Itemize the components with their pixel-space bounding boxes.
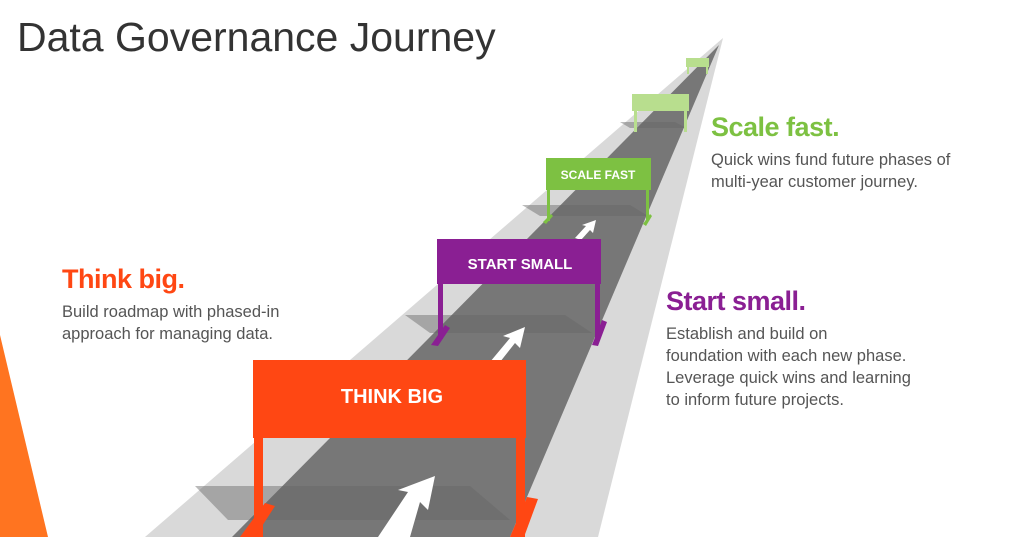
- arrow-icon: [490, 327, 525, 362]
- think-big-body: Build roadmap with phased-in approach fo…: [62, 303, 280, 343]
- hurdle-label-start-small: START SMALL: [468, 256, 573, 273]
- think-big-block: Think big. Build roadmap with phased-in …: [62, 264, 279, 345]
- hurdle-start-small: START SMALL: [431, 239, 607, 346]
- start-small-block: Start small. Establish and build on foun…: [666, 286, 911, 411]
- hurdle-shadow: [195, 486, 510, 520]
- start-small-body: Establish and build on foundation with e…: [666, 325, 911, 409]
- hurdle-far-1: [632, 94, 689, 132]
- page-title: Data Governance Journey: [17, 14, 496, 60]
- hurdle-scale-fast: SCALE FAST: [543, 158, 652, 226]
- hurdle-shadow: [620, 122, 686, 128]
- scale-fast-block: Scale fast. Quick wins fund future phase…: [711, 112, 950, 193]
- orange-accent-triangle: [0, 335, 48, 537]
- hurdle-shadow: [522, 205, 648, 216]
- scale-fast-body: Quick wins fund future phases of multi-y…: [711, 151, 951, 191]
- hurdle-label-scale-fast: SCALE FAST: [561, 168, 636, 182]
- hurdle-far-2: [686, 58, 709, 74]
- start-small-heading: Start small.: [666, 286, 806, 316]
- hurdle-label-think-big: THINK BIG: [341, 386, 443, 408]
- arrow-icon: [575, 220, 596, 240]
- hurdle-think-big: THINK BIG: [240, 360, 538, 537]
- think-big-heading: Think big.: [62, 264, 185, 294]
- arrow-icon: [378, 476, 435, 537]
- scale-fast-heading: Scale fast.: [711, 112, 840, 142]
- hurdle-shadow: [405, 315, 592, 333]
